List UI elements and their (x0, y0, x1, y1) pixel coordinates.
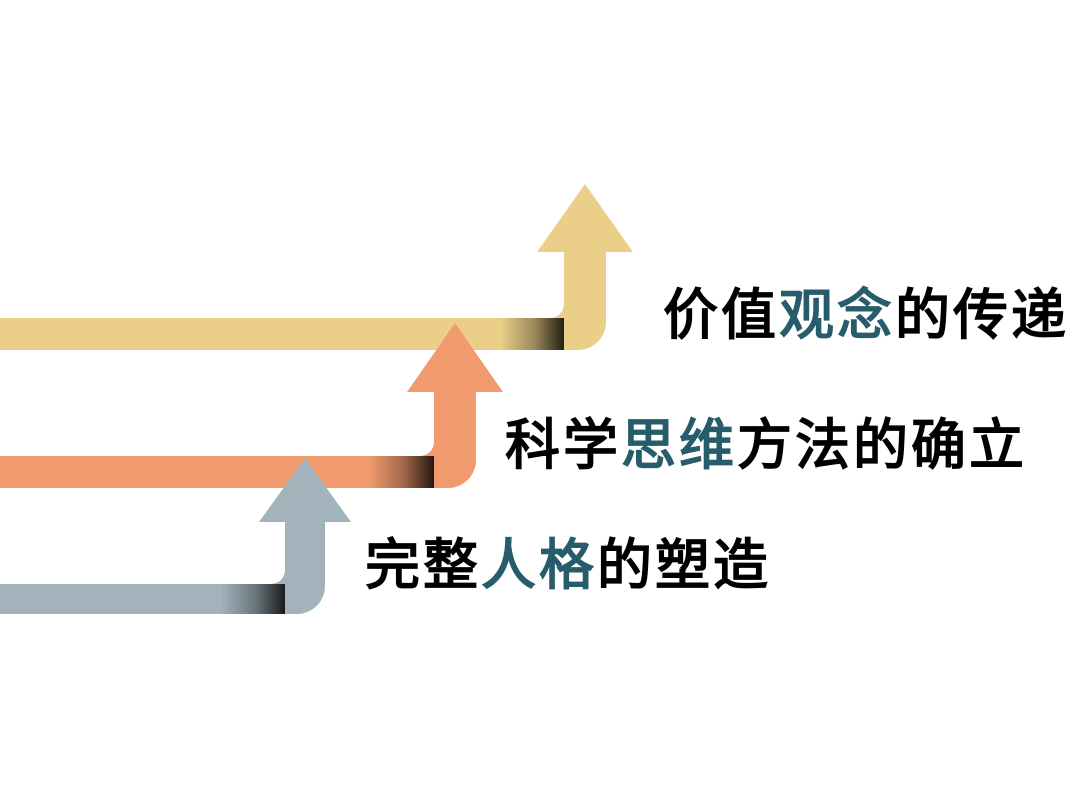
arrow-shape-scientific-thinking (0, 323, 503, 488)
label-value-concepts: 价值观念的传递 (663, 288, 1069, 343)
label-complete-personality: 完整人格的塑造 (365, 538, 771, 593)
label-segment: 价值 (663, 285, 780, 346)
label-scientific-thinking: 科学思维方法的确立 (505, 418, 1027, 473)
arrow-shape-complete-personality (0, 458, 351, 614)
label-segment: 的塑造 (597, 535, 772, 596)
arrow-complete-personality (0, 458, 351, 614)
label-segment: 方法的确立 (737, 415, 1028, 476)
arrow-shape-value-concepts (0, 184, 633, 350)
label-segment-emphasis: 人格 (481, 535, 598, 596)
label-segment-emphasis: 观念 (779, 285, 896, 346)
label-segment-emphasis: 思维 (621, 415, 738, 476)
arrow-bend-shadow (500, 318, 564, 350)
label-segment: 科学 (505, 415, 622, 476)
label-segment: 的传递 (895, 285, 1070, 346)
arrow-value-concepts (0, 184, 633, 350)
label-segment: 完整 (365, 535, 482, 596)
arrow-scientific-thinking (0, 323, 503, 488)
arrow-bend-shadow (221, 584, 285, 614)
arrow-bend-shadow (370, 456, 434, 488)
